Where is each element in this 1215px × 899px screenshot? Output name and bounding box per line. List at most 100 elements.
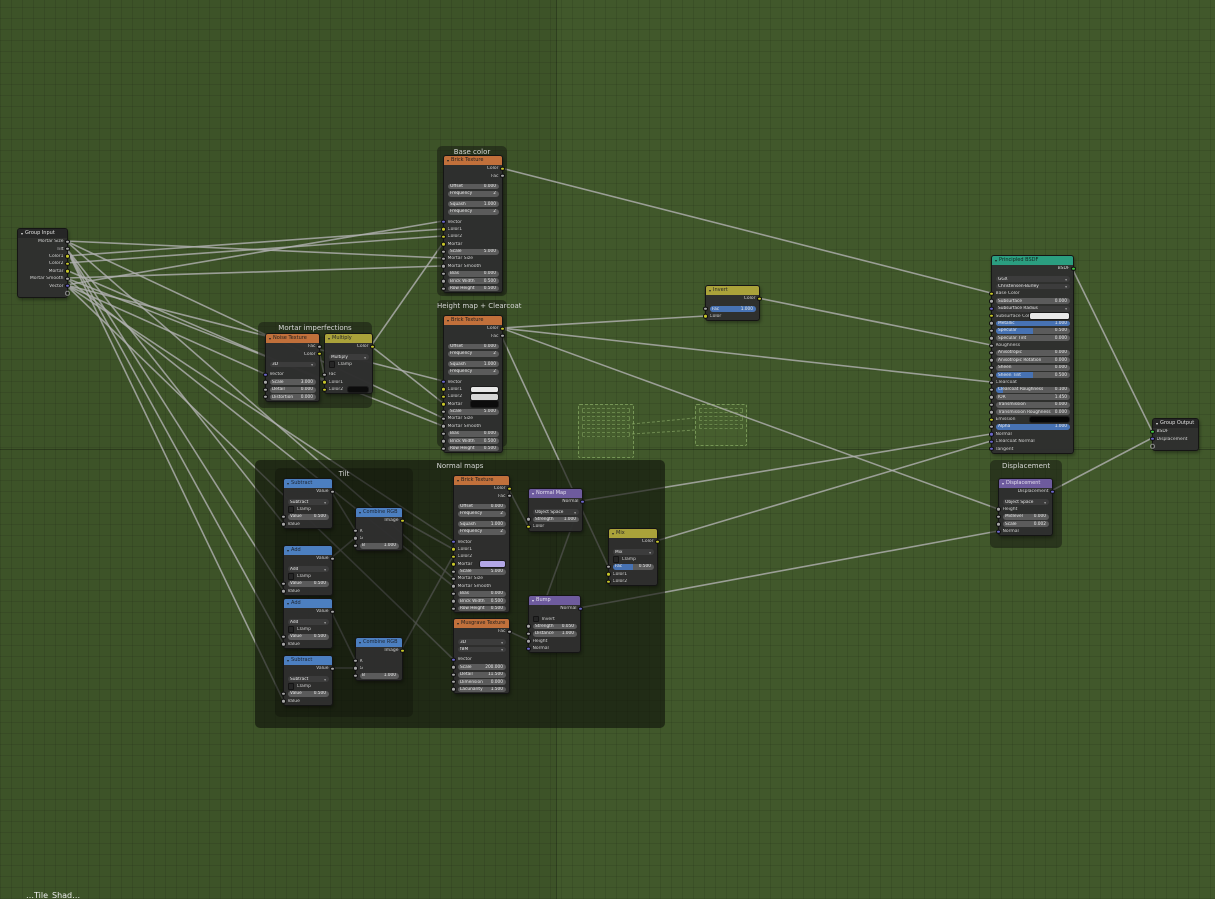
socket-row-height-input[interactable] bbox=[441, 286, 446, 291]
socket-color-output[interactable] bbox=[370, 344, 375, 349]
in-value[interactable]: Value bbox=[281, 588, 332, 595]
node-header[interactable]: ▾Brick Texture bbox=[444, 316, 502, 325]
socket-row-height-input[interactable] bbox=[441, 446, 446, 451]
collapse-arrow-icon[interactable]: ▾ bbox=[457, 621, 460, 626]
out-image[interactable]: Image bbox=[356, 517, 405, 524]
socket-color1-input[interactable] bbox=[606, 572, 611, 577]
collapse-arrow-icon[interactable]: ▾ bbox=[359, 640, 362, 645]
drop-subtract[interactable]: Subtract▾ bbox=[284, 675, 332, 682]
check-clamp[interactable]: Clamp bbox=[284, 683, 332, 690]
swatch-subsurface-color[interactable]: Subsurface Color bbox=[989, 312, 1073, 320]
out-row[interactable] bbox=[18, 290, 70, 297]
socket-color2-output[interactable] bbox=[65, 261, 70, 267]
socket-detail-input[interactable] bbox=[263, 387, 268, 392]
socket-value-input[interactable] bbox=[281, 589, 286, 594]
socket-vector-output[interactable] bbox=[65, 283, 70, 289]
socket-normal-input[interactable] bbox=[526, 646, 531, 651]
checkbox[interactable] bbox=[287, 573, 295, 580]
socket-mortar-input[interactable] bbox=[441, 242, 446, 247]
socket-color-output[interactable] bbox=[500, 166, 505, 171]
socket-image-output[interactable] bbox=[400, 518, 405, 523]
in-height[interactable]: Height bbox=[996, 506, 1052, 513]
socket-color2-input[interactable] bbox=[441, 394, 446, 400]
collapse-arrow-icon[interactable]: ▾ bbox=[287, 658, 290, 663]
in-roughness[interactable]: Roughness bbox=[989, 342, 1073, 349]
socket-transmission-input[interactable] bbox=[989, 402, 994, 407]
in-bsdf[interactable]: BSDF bbox=[1150, 428, 1198, 435]
drop-object-space[interactable]: Object Space▾ bbox=[529, 508, 582, 515]
socket-mortar-input[interactable] bbox=[451, 562, 456, 567]
out-fac[interactable]: Fac bbox=[454, 628, 512, 635]
socket-scale-input[interactable] bbox=[441, 409, 446, 414]
socket-vector-input[interactable] bbox=[441, 379, 446, 385]
socket-mortar-smooth-input[interactable] bbox=[441, 424, 446, 429]
socket-specular-tint-input[interactable] bbox=[989, 336, 994, 341]
drop-add[interactable]: Add▾ bbox=[284, 565, 332, 572]
in-normal[interactable]: Normal bbox=[996, 528, 1052, 535]
drop-subtract[interactable]: Subtract▾ bbox=[284, 498, 332, 505]
out-bsdf[interactable]: BSDF bbox=[992, 265, 1076, 272]
in-value[interactable]: Value bbox=[281, 698, 332, 705]
in-vector[interactable]: Vector bbox=[441, 378, 502, 385]
in-color1[interactable]: Color1 bbox=[441, 226, 502, 233]
in-g[interactable]: G bbox=[353, 535, 402, 542]
socket-mortar-size-input[interactable] bbox=[451, 576, 456, 582]
drop-christensen-burley[interactable]: Christensen-Burley▾ bbox=[992, 283, 1073, 290]
node-header[interactable]: ▾Invert bbox=[706, 286, 759, 295]
socket-fac-output[interactable] bbox=[500, 333, 505, 339]
checkbox[interactable] bbox=[287, 506, 295, 513]
socket-value-input[interactable] bbox=[281, 642, 286, 647]
socket-sheen-tint-input[interactable] bbox=[989, 372, 994, 378]
socket-mortar-output[interactable] bbox=[65, 269, 70, 274]
socket-distance-input[interactable] bbox=[526, 631, 531, 637]
in-r[interactable]: R bbox=[353, 657, 402, 664]
out-value[interactable]: Value bbox=[284, 555, 335, 562]
node-header[interactable]: ▾Subtract bbox=[284, 479, 332, 488]
socket-color-input[interactable] bbox=[526, 524, 531, 530]
socket-specular-input[interactable] bbox=[989, 328, 994, 334]
collapse-arrow-icon[interactable]: ▾ bbox=[269, 336, 272, 341]
socket-normal-output[interactable] bbox=[580, 499, 585, 504]
socket-color-output[interactable] bbox=[317, 351, 322, 357]
socket-bias-input[interactable] bbox=[451, 591, 456, 596]
collapse-arrow-icon[interactable]: ▾ bbox=[359, 510, 362, 515]
check-clamp[interactable]: Clamp bbox=[609, 556, 657, 563]
dropdown[interactable]: 3D▾ bbox=[269, 361, 316, 368]
in-mortar-smooth[interactable]: Mortar Smooth bbox=[441, 263, 502, 270]
socket-clearcoat-input[interactable] bbox=[989, 380, 994, 385]
socket-row-height-input[interactable] bbox=[451, 606, 456, 611]
socket-mortar-smooth-output[interactable] bbox=[65, 276, 70, 281]
checkbox[interactable] bbox=[287, 626, 295, 633]
node-header[interactable]: ▾Combine RGB bbox=[356, 508, 402, 517]
in-clearcoat-normal[interactable]: Clearcoat Normal bbox=[989, 438, 1073, 445]
socket-value-input[interactable] bbox=[281, 699, 286, 704]
socket-sheen-input[interactable] bbox=[989, 365, 994, 370]
socket-value-input[interactable] bbox=[281, 522, 286, 527]
socket-color1-input[interactable] bbox=[322, 380, 327, 385]
